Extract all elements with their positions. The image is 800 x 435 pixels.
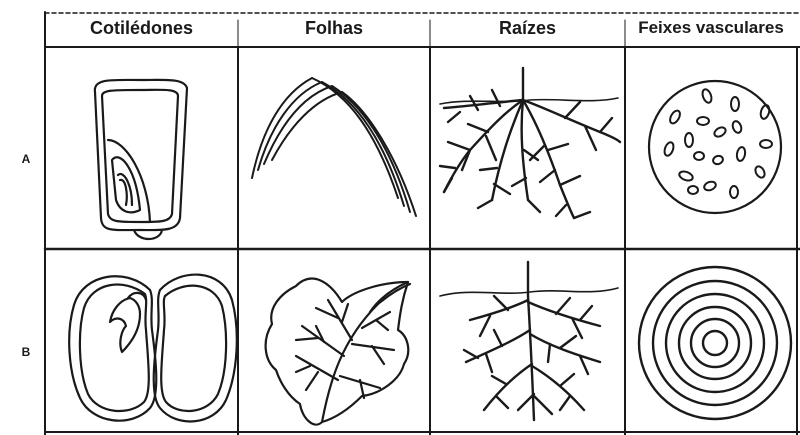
row-label-a: A [18,152,34,166]
concentric-bundles-drawing [639,267,791,419]
parallel-leaf-drawing [252,78,416,216]
row-label-b: B [18,345,34,359]
fibrous-roots-drawing [440,68,620,218]
dicot-seed-drawing [69,275,237,422]
monocot-seed-drawing [95,80,187,239]
header-cotyledons: Cotilédones [45,18,238,44]
header-leaves: Folhas [238,18,430,44]
header-vascular-bundles: Feixes vasculares [622,18,800,44]
table-grid [45,12,800,435]
scattered-bundles-drawing [649,81,781,213]
taproot-drawing [440,262,618,420]
net-veined-leaf-drawing [266,279,410,425]
header-roots: Raízes [430,18,625,44]
